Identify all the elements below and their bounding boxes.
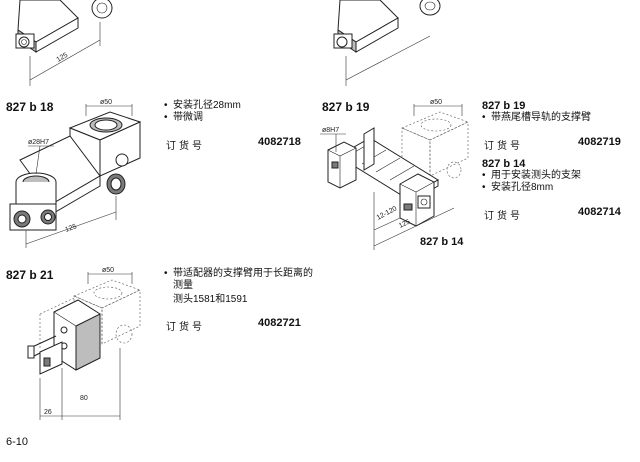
item-827b19-dim-d8h7: ø8H7: [322, 127, 339, 134]
item-827b18-dim-d28h7: ø28H7: [28, 139, 49, 146]
variant-827b14-order-number: 4082714: [578, 206, 621, 218]
item-827b21-sub-line: 测头1581和1591: [173, 294, 248, 305]
top-left-drawing: 125: [15, 0, 113, 86]
item-827b18-drawing: ø50 ø28H7 125: [9, 99, 142, 248]
item-827b18-bullet-2: 带微调: [164, 112, 203, 124]
item-827b21-dim-d50: ø50: [102, 267, 114, 274]
item-827b19-dim-d50: ø50: [430, 99, 442, 106]
page-number: 6-10: [6, 436, 29, 448]
item-827b18-order-label: 订货号: [166, 141, 205, 152]
variant-827b14-order-label: 订货号: [484, 211, 523, 222]
variant-827b19-code: 827 b 19: [482, 100, 526, 112]
item-827b19-dim-125: 125: [398, 218, 412, 229]
variant-827b14-bullet-1: 用于安装测头的支架: [482, 170, 581, 182]
item-827b18-code: 827 b 18: [6, 100, 54, 114]
variant-827b19-order-label: 订货号: [484, 141, 523, 152]
item-827b18-bullet-1: 安装孔径28mm: [164, 100, 241, 112]
item-827b18-dim-125: 125: [64, 223, 77, 234]
item-827b21-drawing: ø50 26 80: [27, 267, 141, 420]
variant-827b14-bullet-2: 安装孔径8mm: [482, 182, 553, 194]
variant-827b14-code: 827 b 14: [482, 158, 526, 170]
item-827b21-dim-80: 80: [80, 395, 88, 402]
top-left-dim-label: 125: [56, 52, 70, 64]
item-827b19-callout: 827 b 14: [420, 236, 464, 248]
item-827b21-order-number: 4082721: [258, 317, 301, 329]
variant-827b19-order-number: 4082719: [578, 136, 621, 148]
item-827b18-dim-d50: ø50: [100, 99, 112, 106]
item-827b21-order-label: 订货号: [166, 322, 205, 333]
item-827b21-bullet-1: 带适配器的支撑臂用于长距离的测量: [164, 268, 319, 292]
item-827b19-code: 827 b 19: [322, 100, 370, 114]
item-827b21-dim-26: 26: [44, 409, 52, 416]
variant-827b19-bullet-1: 带燕尾槽导轨的支撑臂: [482, 112, 591, 124]
item-827b19-drawing: ø50 ø8H7 12-120 125: [320, 99, 469, 250]
item-827b19-dim-12-120: 12-120: [376, 205, 399, 221]
top-right-drawing: [333, 0, 441, 86]
item-827b18-order-number: 4082718: [258, 136, 301, 148]
item-827b21-code: 827 b 21: [6, 268, 54, 282]
